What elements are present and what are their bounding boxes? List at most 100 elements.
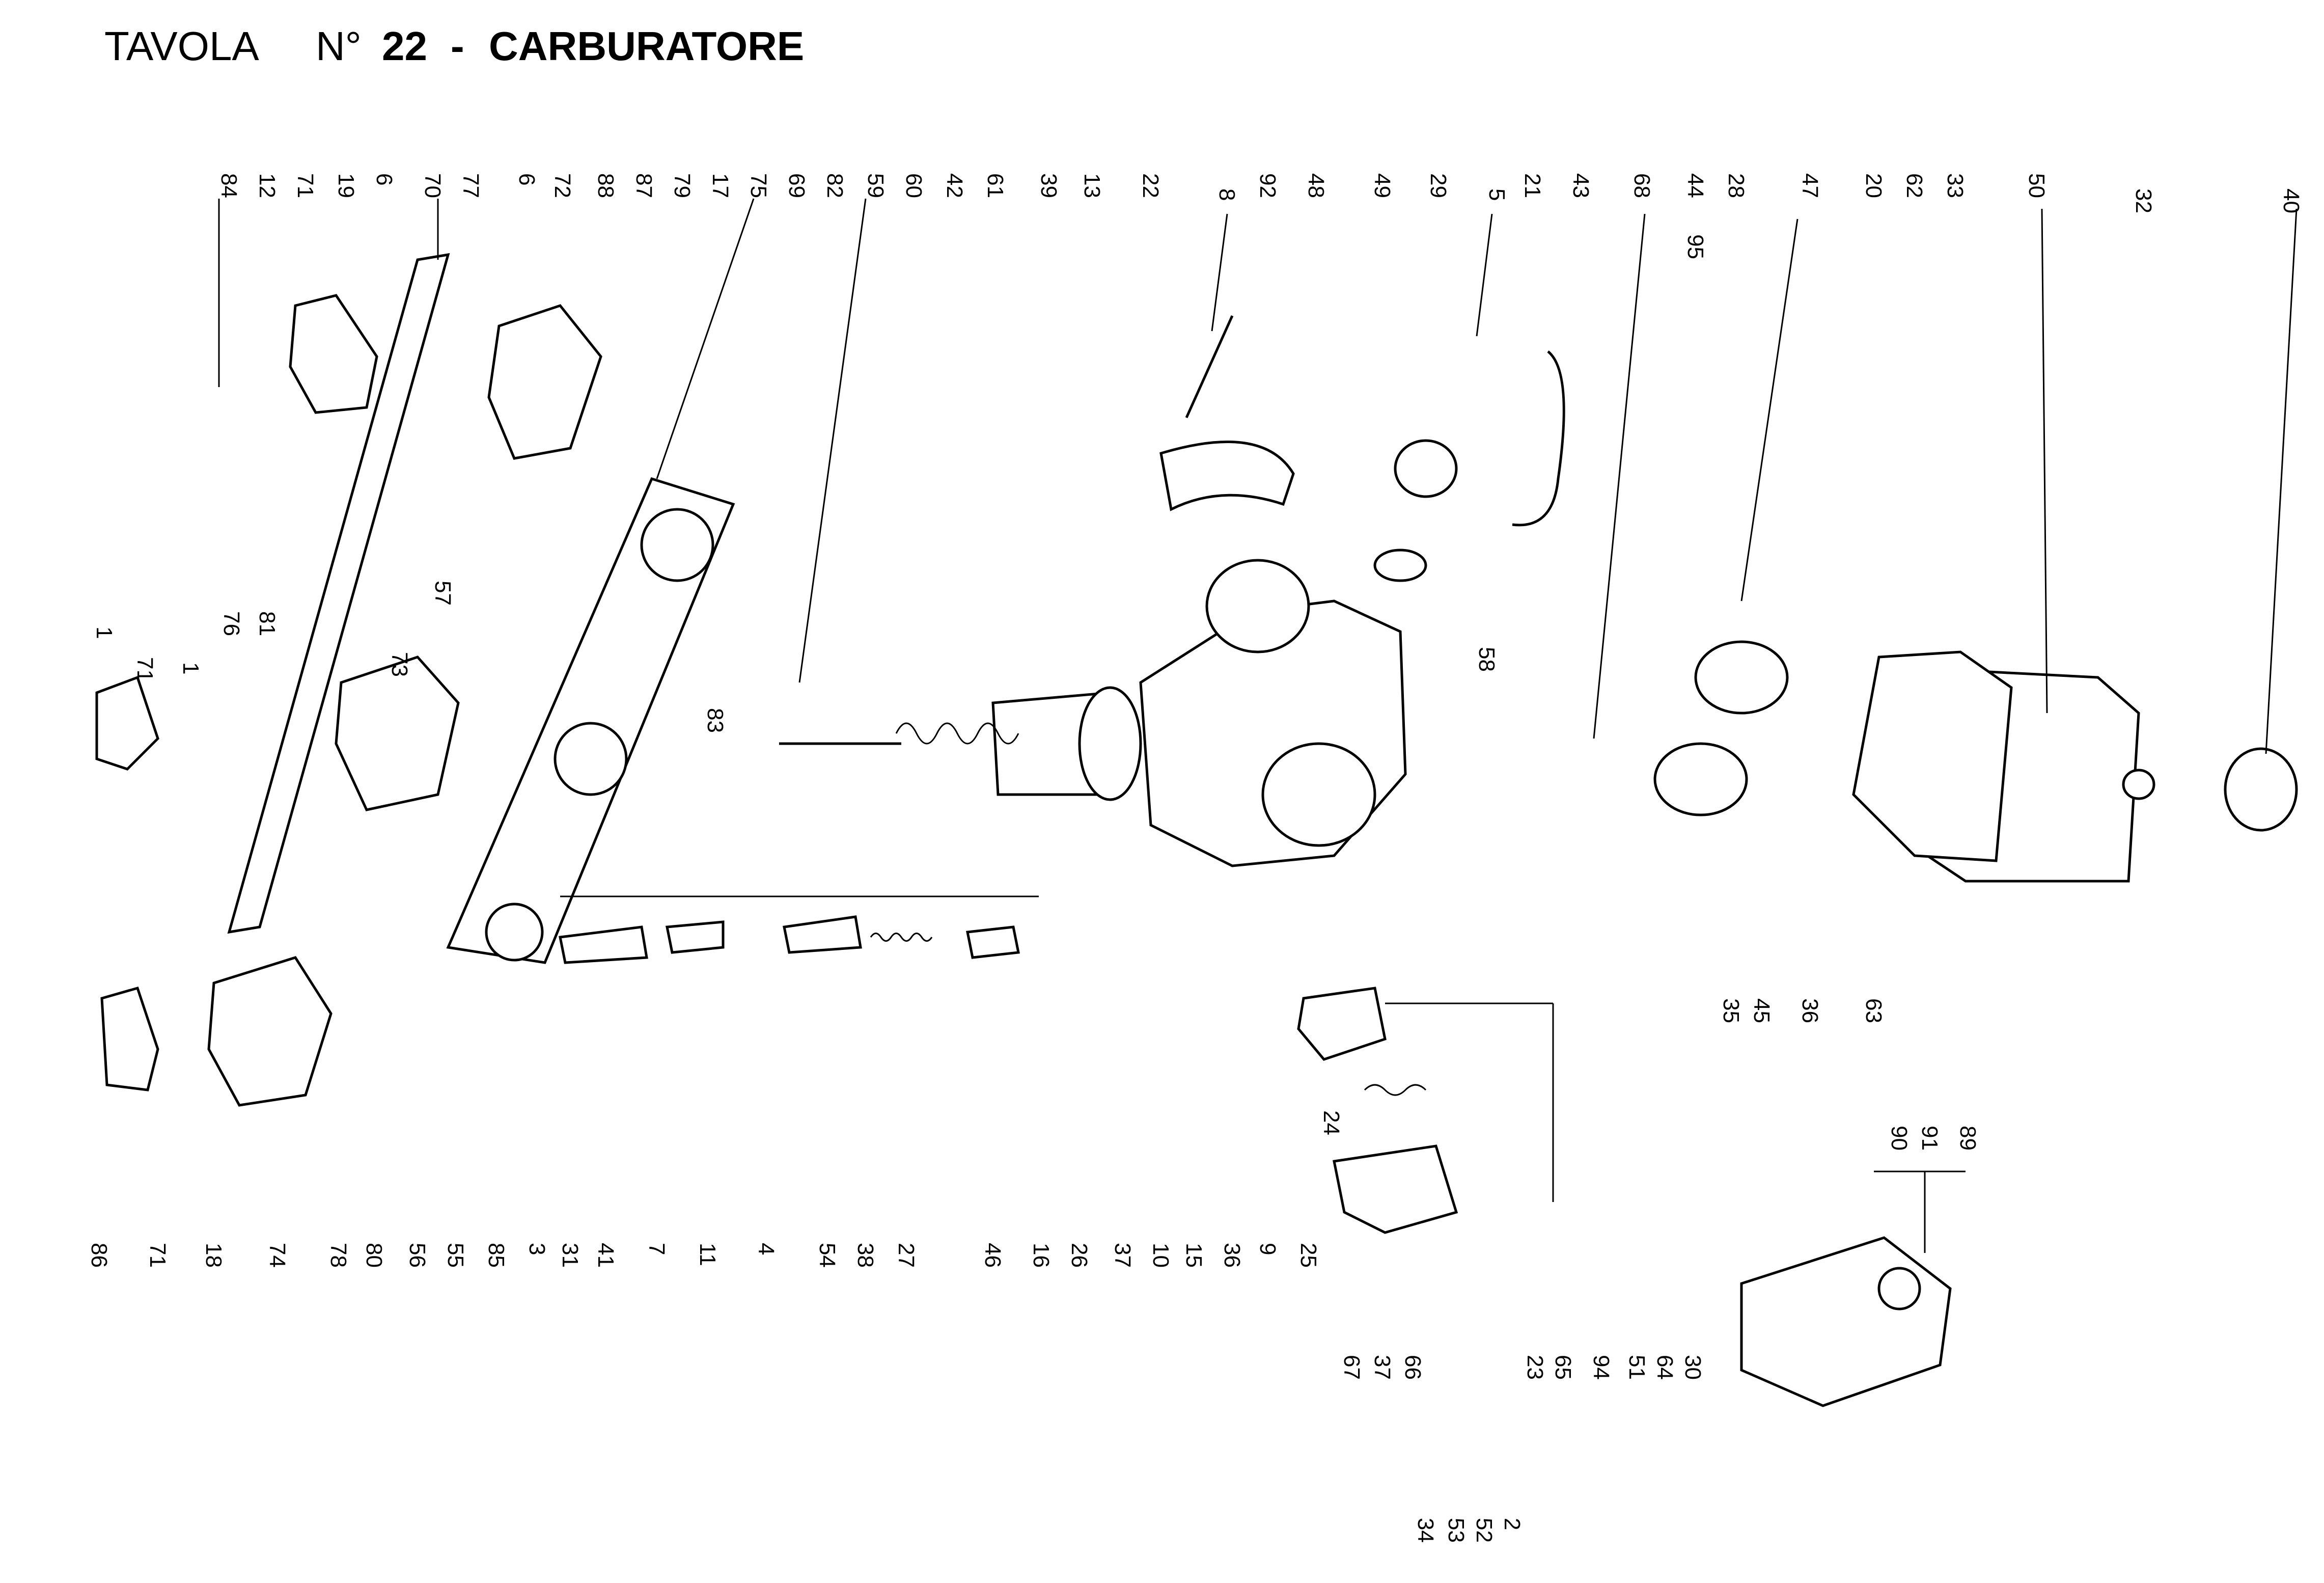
float-upper — [1694, 640, 1789, 715]
part-label-19: 19 — [334, 173, 358, 198]
part-label-53: 53 — [1444, 1518, 1469, 1543]
spring — [895, 722, 1019, 745]
part-label-6: 6 — [372, 173, 397, 185]
washer-32 — [2122, 769, 2155, 800]
part-label-49: 49 — [1370, 173, 1395, 198]
pump-spring — [1364, 1084, 1427, 1096]
part-label-10: 10 — [1148, 1243, 1173, 1268]
part-label-66: 66 — [1400, 1355, 1425, 1380]
part-label-51: 51 — [1624, 1355, 1649, 1380]
inset-cap — [1877, 1267, 1921, 1311]
part-label-44: 44 — [1683, 173, 1708, 198]
part-label-71-bottom: 71 — [145, 1243, 170, 1268]
part-label-84: 84 — [216, 173, 241, 198]
part-label-7: 7 — [644, 1243, 669, 1255]
part-label-95: 95 — [1683, 234, 1708, 259]
part-label-86: 86 — [87, 1243, 112, 1268]
part-label-22: 22 — [1138, 173, 1163, 198]
part-label-60: 60 — [901, 173, 926, 198]
banjo-fitting — [1394, 439, 1458, 498]
part-label-16: 16 — [1029, 1243, 1054, 1268]
part-label-87: 87 — [631, 173, 656, 198]
part-label-45: 45 — [1749, 998, 1774, 1023]
throttle-housing-top — [487, 304, 602, 460]
part-label-28: 28 — [1724, 173, 1749, 198]
title-number: 22 — [382, 23, 427, 69]
cover-left — [95, 675, 159, 771]
part-label-38: 38 — [853, 1243, 878, 1268]
part-label-77: 77 — [458, 173, 483, 198]
part-label-37: 37 — [1110, 1243, 1135, 1268]
part-label-24: 24 — [1319, 1110, 1344, 1135]
cover-top — [289, 294, 378, 414]
float-lower — [1653, 742, 1748, 816]
part-label-1: 1 — [92, 626, 117, 639]
part-label-68: 68 — [1629, 173, 1654, 198]
top-part-labels: 84 12 71 19 6 70 77 6 72 88 87 79 17 75 … — [216, 173, 2304, 259]
part-label-1b: 1 — [178, 662, 203, 674]
part-label-71: 71 — [293, 173, 318, 198]
part-label-94: 94 — [1589, 1355, 1614, 1380]
part-label-71-left: 71 — [132, 657, 157, 682]
part-label-29: 29 — [1426, 173, 1451, 198]
part-label-80: 80 — [362, 1243, 386, 1268]
part-label-21: 21 — [1520, 173, 1545, 198]
part-label-35: 35 — [1719, 998, 1744, 1023]
part-label-41: 41 — [593, 1243, 618, 1268]
part-label-88: 88 — [593, 173, 618, 198]
part-label-73: 73 — [387, 652, 412, 677]
leader-lines — [218, 198, 2298, 1253]
part-label-42: 42 — [942, 173, 967, 198]
part-label-40: 40 — [2279, 188, 2304, 213]
pump-body — [1333, 1144, 1458, 1234]
title-separator: - — [451, 23, 464, 69]
throttle-housing-bottom — [207, 956, 333, 1107]
part-label-15: 15 — [1181, 1243, 1206, 1268]
part-label-36: 36 — [1220, 1243, 1244, 1268]
part-label-2: 2 — [1500, 1518, 1525, 1530]
part-label-12: 12 — [255, 173, 280, 198]
part-label-9: 9 — [1255, 1243, 1280, 1255]
part-label-32: 32 — [2131, 188, 2156, 213]
part-label-13: 13 — [1080, 173, 1104, 198]
part-label-48: 48 — [1304, 173, 1329, 198]
fuel-hose — [1512, 350, 1565, 527]
gasket-hole — [640, 508, 714, 582]
jet-11 — [666, 920, 725, 954]
part-label-72: 72 — [550, 173, 575, 198]
part-label-33: 33 — [1943, 173, 1968, 198]
part-label-74: 74 — [265, 1243, 290, 1268]
part-label-18: 18 — [201, 1243, 226, 1268]
filter-disc — [1373, 549, 1427, 582]
part-label-27: 27 — [894, 1243, 919, 1268]
part-label-37-bottom: 37 — [1370, 1355, 1395, 1380]
side-part-labels: 1 71 1 76 81 73 57 83 58 24 90 91 89 — [92, 581, 1980, 1151]
part-label-91: 91 — [1917, 1126, 1942, 1151]
cap-46 — [966, 925, 1020, 959]
clamp-bolt — [1185, 315, 1234, 419]
part-label-69: 69 — [784, 173, 809, 198]
gasket-hole — [485, 903, 544, 962]
small-tube-41 — [559, 925, 648, 964]
part-label-65: 65 — [1551, 1355, 1575, 1380]
pump-cover — [1297, 987, 1387, 1061]
part-label-47: 47 — [1797, 173, 1822, 198]
part-label-36-right: 36 — [1797, 998, 1822, 1023]
spring-27 — [870, 933, 933, 942]
part-label-55: 55 — [443, 1243, 468, 1268]
part-label-85: 85 — [484, 1243, 509, 1268]
bowl-gasket — [1852, 650, 2013, 862]
part-label-57: 57 — [430, 581, 455, 606]
part-label-25: 25 — [1296, 1243, 1321, 1268]
gasket-plate — [446, 477, 735, 964]
part-label-30: 30 — [1680, 1355, 1705, 1380]
part-label-26: 26 — [1067, 1243, 1092, 1268]
part-label-79: 79 — [670, 173, 695, 198]
diagram-title: TAVOLA N° 22 - CARBURATORE — [104, 23, 804, 69]
part-label-75: 75 — [746, 173, 771, 198]
part-label-39: 39 — [1036, 173, 1061, 198]
part-label-61: 61 — [983, 173, 1008, 198]
bottom-part-labels: 86 71 18 74 78 80 56 55 85 3 31 41 7 11 … — [87, 998, 1886, 1543]
gasket-hole — [554, 722, 628, 796]
part-label-89: 89 — [1955, 1126, 1980, 1151]
